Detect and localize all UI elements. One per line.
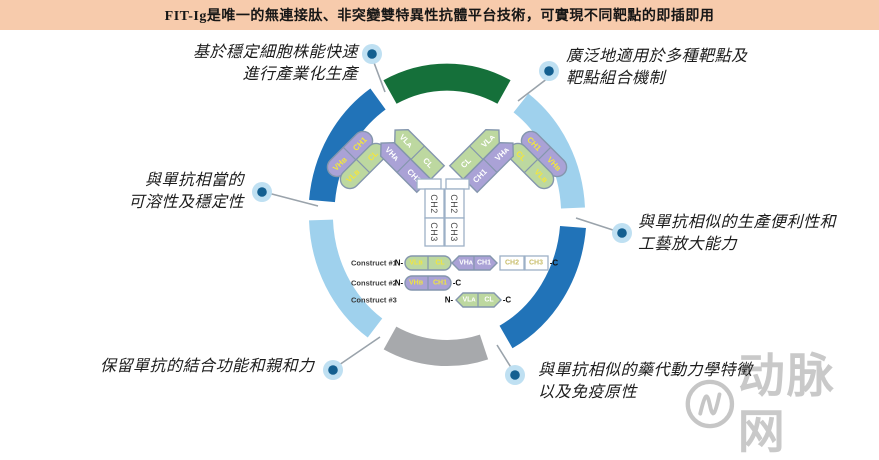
ch3-box-right [444, 217, 465, 247]
construct-1-vha: VHᴀ [459, 260, 474, 267]
callout-bottom-right-line2: 以及免疫原性 [538, 384, 638, 401]
construct-1-vlb: VLʙ [409, 260, 423, 267]
callout-bullet-top-right [539, 61, 559, 81]
construct-3-c-terminus: -C [503, 296, 512, 305]
leader-line-bottom-right [496, 344, 513, 370]
stem-label-ch2-right: CH2 [449, 194, 459, 214]
construct-1-label: Construct #1 [351, 259, 397, 268]
construct-1-ch3: CH3 [529, 260, 543, 267]
leader-line-bottom-left [338, 336, 381, 366]
construct-2-label: Construct #2 [351, 279, 397, 288]
antibody-fc-stem: CH2 CH2 CH3 CH3 [416, 178, 470, 247]
ring-arc-top-left-blue [309, 88, 386, 203]
right-inner-light-chain [448, 129, 500, 181]
stem-label-ch2-left: CH2 [429, 194, 439, 214]
construct-1-n-terminus: N- [395, 259, 404, 268]
header-title: FIT-Ig是唯一的無連接肽、非突變雙特異性抗體平台技術，可實現不同靶點的即插即… [164, 9, 715, 24]
construct-1-ch1: CH1 [477, 260, 491, 267]
construct-2-ch1: CH1 [433, 280, 447, 287]
stem-label-ch3-left: CH3 [429, 222, 439, 242]
callout-left-line2: 可溶性及穩定性 [128, 194, 244, 211]
leader-line-right [575, 217, 617, 232]
stem-label-ch3-right: CH3 [449, 222, 459, 242]
callout-top-left-line1: 基於穩定細胞株能快速 [192, 44, 358, 61]
callout-bullet-bottom-left [323, 360, 343, 380]
hinge-box-right [445, 178, 470, 190]
fit-ig-diagram: VHʙ CH1 VLʙ CL VLᴀ CL VHᴀ CH1 CH1 VHᴀ CL… [252, 44, 632, 385]
leader-line-top-left [372, 59, 386, 93]
construct-2-n-terminus: N- [395, 279, 404, 288]
construct-2-vhb: VHʙ [409, 280, 424, 287]
callout-bullet-bottom-right [505, 365, 525, 385]
construct-2-row: Construct #2 N- VHʙ CH1 -C [351, 275, 462, 291]
callout-top-left: 基於穩定細胞株能快速 進行產業化生產 [180, 42, 358, 86]
construct-3-vla: VLᴀ [462, 297, 476, 304]
construct-3-row: Construct #3 N- VLᴀ CL -C [351, 292, 512, 308]
callout-right: 與單抗相似的生產便利性和 工藝放大能力 [638, 212, 878, 256]
callout-top-right-line2: 靶點組合機制 [566, 70, 666, 87]
construct-1-c-terminus: -C [550, 259, 559, 268]
callout-top-right: 廣泛地適用於多種靶點及 靶點組合機制 [566, 46, 796, 90]
ring-arc-top-right-lightblue [513, 93, 585, 209]
hinge-box-left [416, 178, 442, 190]
ring-arc-top-green [383, 63, 511, 104]
callout-bullet-left [252, 182, 272, 202]
construct-3-label: Construct #3 [351, 296, 397, 305]
construct-1-cl: CL [435, 260, 445, 267]
ring-arc-bottom-left-lightblue [309, 219, 383, 338]
callout-right-line1: 與單抗相似的生產便利性和 [638, 214, 837, 231]
leader-line-top-right [517, 77, 549, 102]
callout-bottom-right-line1: 與單抗相似的藥代動力學特徵 [538, 362, 753, 379]
construct-1-row: Construct #1 N- VLʙ CL VHᴀ CH1 CH2 CH3 -… [351, 255, 559, 271]
callout-bullet-top-left [362, 44, 382, 64]
ring-arc-bottom-gray [383, 326, 489, 367]
ch3-box-left [424, 217, 445, 247]
right-inner-heavy-chain [462, 142, 514, 194]
callout-left-line1: 與單抗相當的 [144, 172, 244, 189]
callout-left: 與單抗相當的 可溶性及穩定性 [116, 170, 244, 214]
callout-bottom-left: 保留單抗的結合功能和親和力 [100, 356, 350, 378]
leader-line-left [267, 192, 319, 207]
callout-bullet-right [612, 223, 632, 243]
construct-3-cl: CL [484, 297, 494, 304]
header-banner: FIT-Ig是唯一的無連接肽、非突變雙特異性抗體平台技術，可實現不同靶點的即插即… [0, 0, 879, 30]
construct-1-ch2: CH2 [505, 260, 519, 267]
callout-top-right-line1: 廣泛地適用於多種靶點及 [566, 48, 748, 65]
callout-bottom-right: 與單抗相似的藥代動力學特徵 以及免疫原性 [538, 360, 778, 404]
callout-bottom-left-line1: 保留單抗的結合功能和親和力 [100, 358, 315, 375]
construct-3-n-terminus: N- [445, 296, 454, 305]
callout-right-line2: 工藝放大能力 [638, 236, 738, 253]
callout-top-left-line2: 進行產業化生產 [242, 66, 358, 83]
ring-arc-bottom-right-blue [499, 225, 586, 349]
construct-2-c-terminus: -C [453, 279, 462, 288]
